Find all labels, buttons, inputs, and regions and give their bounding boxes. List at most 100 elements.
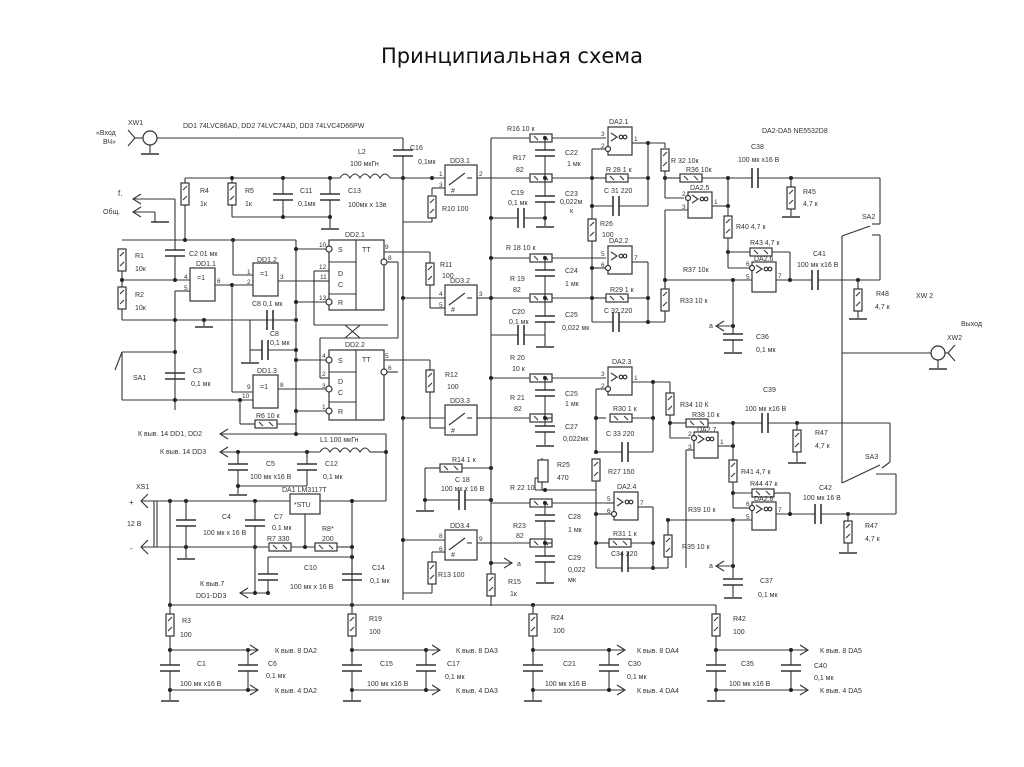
opamp-da2-2 (590, 245, 665, 333)
c41-label: C41 (813, 251, 826, 258)
r35-label: R35 10 к (682, 544, 711, 551)
c29-unit: мк (568, 577, 577, 584)
r4-label: R4 (200, 188, 209, 195)
svg-text:6: 6 (388, 365, 392, 372)
c14-label: C14 (372, 565, 385, 572)
r47a-label: R47 (815, 430, 828, 437)
r20-label: R 20 (510, 355, 525, 362)
c36-value: 0,1 мк (756, 347, 776, 354)
c41-value: 100 мк х16 В (797, 262, 839, 269)
da2-2-label: DA2.2 (609, 238, 629, 245)
filter-section-1 (489, 133, 606, 229)
analog-switch-dd3-4 (401, 529, 491, 594)
r19-label: R19 (369, 616, 382, 623)
c37-label: C37 (760, 578, 773, 585)
power-feed-dd12 (219, 420, 388, 501)
svg-text:4: 4 (184, 274, 188, 281)
opamp-da2-3 (591, 366, 670, 490)
dd2-2-s: S (338, 358, 343, 365)
l2-value: 100 мкГн (350, 161, 379, 168)
f-output-arrows (132, 193, 176, 240)
c23-label: C23 (565, 191, 578, 198)
common-label: Общ. (103, 208, 120, 216)
power-label-8-da2: К выв. 8 DA2 (275, 648, 317, 655)
c27-label: C27 (565, 424, 578, 431)
svg-text:1: 1 (634, 136, 638, 143)
svg-text:2: 2 (247, 279, 251, 286)
dd3-2-label: DD3.2 (450, 278, 470, 285)
svg-text:9: 9 (385, 244, 389, 251)
da2-6-label: DA2.6 (754, 256, 774, 263)
r41-label: R41 4,7 к (741, 469, 771, 476)
switch-sa3[interactable] (841, 423, 897, 514)
input-label-rf: ВЧ» (103, 139, 116, 146)
r17-label: R17 (513, 155, 526, 162)
r18-label: R 18 10 к (506, 245, 536, 252)
r42-label: R42 (733, 616, 746, 623)
svg-text:1: 1 (439, 171, 443, 178)
svg-text:3: 3 (601, 131, 605, 138)
dd1-1-func: =1 (197, 275, 205, 282)
r19a-label: R 19 (510, 276, 525, 283)
r2-value: 10к (135, 305, 147, 312)
filter-section-3 (489, 373, 606, 447)
r37-label: R37 10к (683, 267, 710, 274)
r45-value: 4,7 к (803, 201, 819, 208)
r3-label: R3 (182, 618, 191, 625)
svg-text:4: 4 (322, 353, 326, 360)
c42-value: 100 мк 16 В (803, 495, 841, 502)
svg-text:1: 1 (720, 439, 724, 446)
xw2-label: XW2 (947, 335, 962, 342)
r47a-value: 4,7 к (815, 443, 831, 450)
r25-label: R25 (557, 462, 570, 469)
c38-value: 100 мк х16 В (738, 157, 780, 164)
c40-value: 0,1 мк (814, 675, 834, 682)
c21-value: 100 мк х16 В (545, 681, 587, 688)
r43-label: R43 4,7 к (750, 240, 780, 247)
output-label: Выход (961, 321, 982, 328)
c18-label: C 18 (455, 477, 470, 484)
r21-value: 82 (514, 406, 522, 413)
c37-value: 0,1 мк (758, 592, 778, 599)
c28-label: C28 (568, 514, 581, 521)
input-label: «Вход (96, 130, 116, 137)
r4-value: 1к (200, 201, 208, 208)
r45-label: R45 (803, 189, 816, 196)
svg-text:3: 3 (601, 371, 605, 378)
node-a-label: а (517, 561, 521, 568)
dd3-1-hash: # (451, 188, 455, 195)
filter-section-4 (491, 458, 606, 584)
node-a-lower: а (709, 563, 713, 570)
xw1-label: XW1 (128, 120, 143, 127)
power-label-4-da3: К выв. 4 DA3 (456, 688, 498, 695)
c34-label: C34 220 (611, 551, 638, 558)
svg-text:4: 4 (439, 291, 443, 298)
dd2-1-r: R (338, 300, 343, 307)
da2-8-label: DA2.8 (754, 496, 774, 503)
svg-text:1: 1 (714, 199, 718, 206)
svg-text:2: 2 (601, 383, 605, 390)
r32-label: R 32 10к (671, 158, 700, 165)
svg-text:2: 2 (601, 143, 605, 150)
sa3-label: SA3 (865, 454, 878, 461)
r21-label: R 21 (510, 395, 525, 402)
power-label-4-da4: К выв. 4 DA4 (637, 688, 679, 695)
r31-label: R31 1 к (613, 531, 638, 538)
da2-4-label: DA2.4 (617, 484, 637, 491)
switch-sa1[interactable] (114, 351, 175, 401)
c7-label: C7 (274, 514, 283, 521)
r19a-value: 82 (513, 287, 521, 294)
dd3-4-hash: # (451, 552, 455, 559)
c20-value: 0,1 мк (509, 319, 529, 326)
svg-text:5: 5 (439, 302, 443, 309)
output-connector-xw2 (842, 344, 956, 370)
c25a-label: C25 (565, 312, 578, 319)
switch-sa2[interactable] (841, 178, 881, 280)
power-label-pin7: К выв.7 (200, 581, 224, 588)
r42-value: 100 (733, 629, 745, 636)
dd2-1-c: C (338, 282, 343, 289)
power-label-8-da5: К выв. 8 DA5 (820, 648, 862, 655)
r1-value: 10к (135, 266, 147, 273)
dd2-2-r: R (338, 409, 343, 416)
c22-value: 1 мк (567, 161, 582, 168)
